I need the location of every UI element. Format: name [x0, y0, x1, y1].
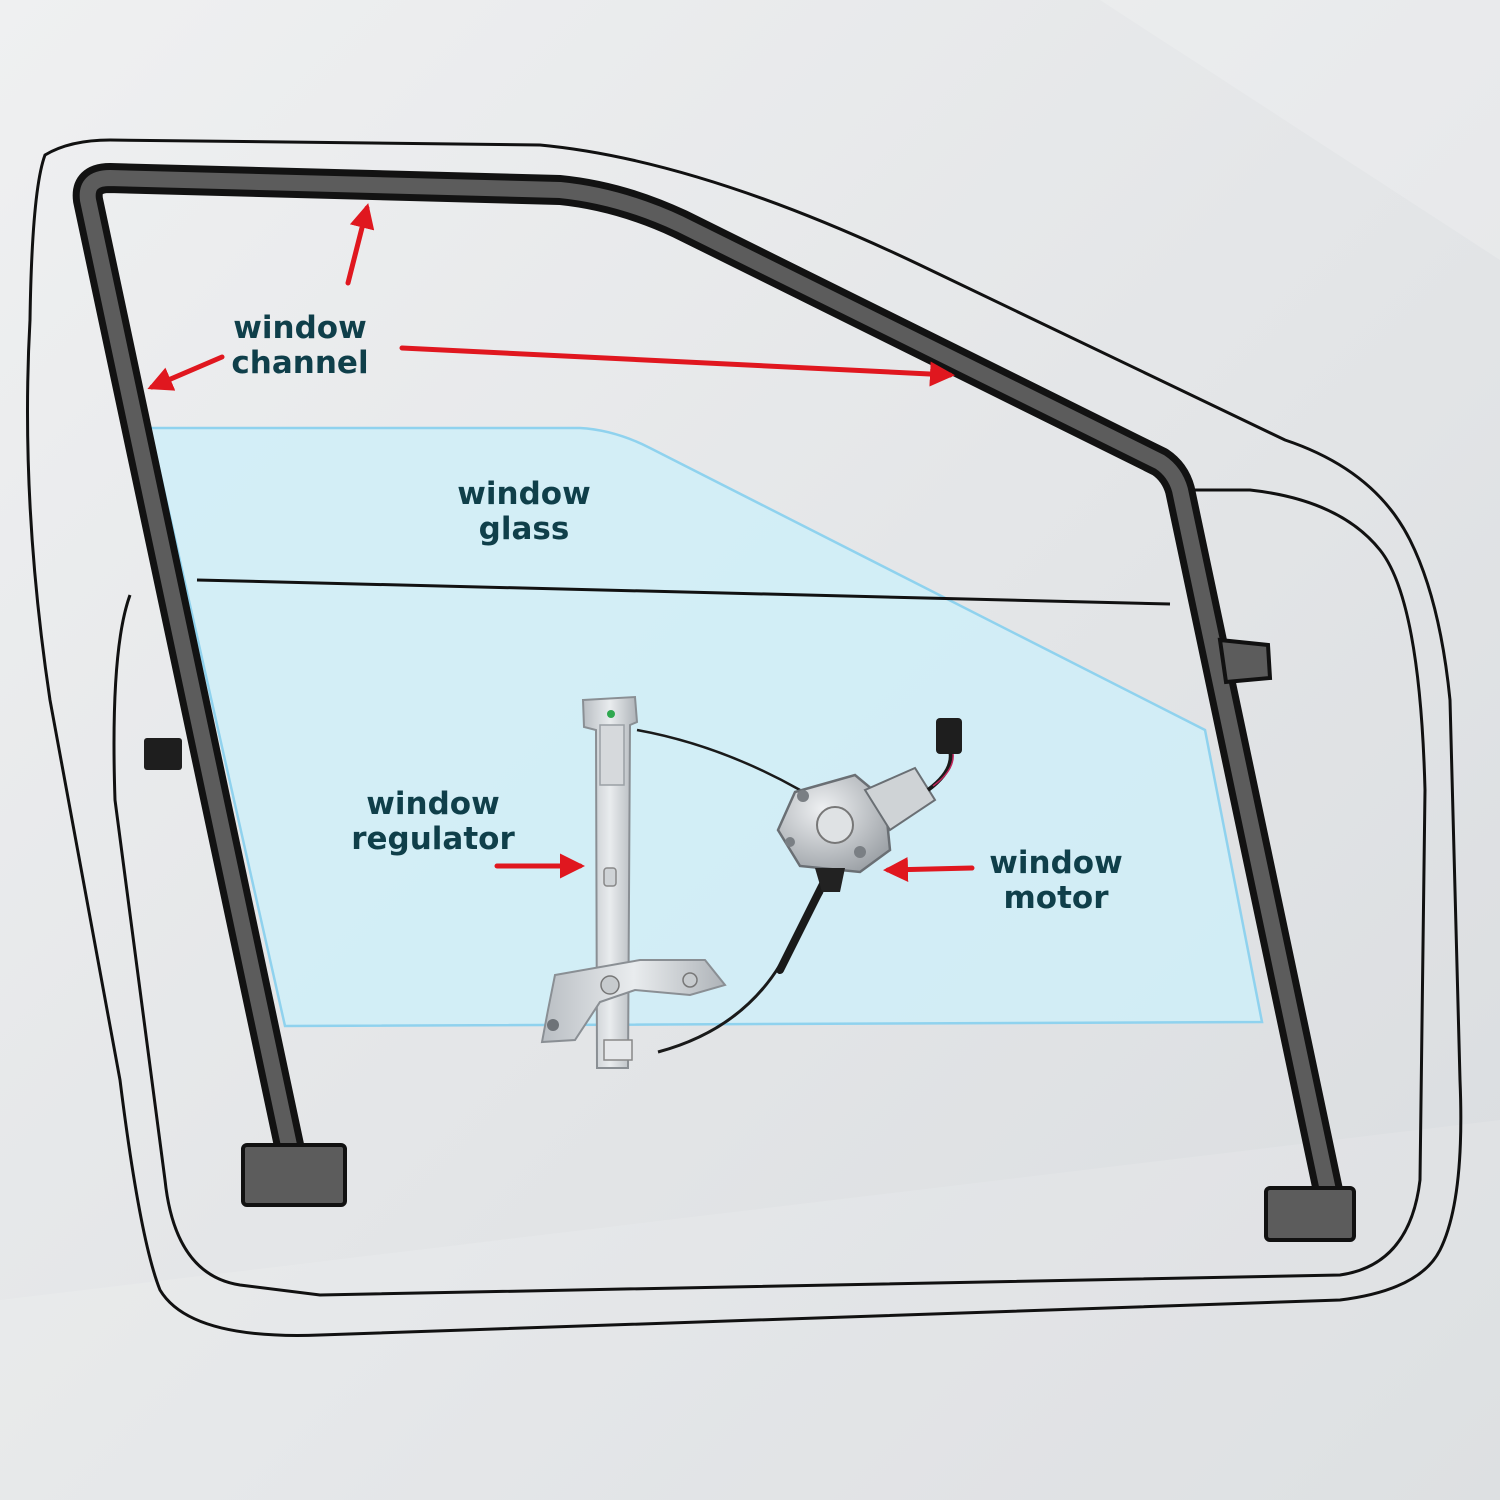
window-regulator: [540, 695, 727, 1069]
motor-connector: [936, 718, 962, 754]
window-motor: [776, 766, 937, 892]
label-window-regulator-line2: regulator: [351, 821, 515, 857]
door-inner-outline: [112, 488, 1427, 1297]
regulator-cable-upper: [636, 728, 801, 792]
window-glass: [148, 426, 1264, 1028]
arrow-channel-up: [345, 203, 375, 286]
arrow-channel-left: [147, 354, 225, 391]
label-window-regulator: window regulator: [338, 787, 528, 857]
door-outer-outline: [26, 138, 1463, 1337]
label-window-glass-line2: glass: [478, 511, 570, 547]
red-arrow-icon: [147, 203, 975, 883]
background-sheen-lower: [0, 1120, 1500, 1500]
channel-tab-right: [1217, 637, 1273, 685]
label-window-glass: window glass: [434, 477, 614, 547]
channel-tab-left: [144, 738, 182, 770]
belt-line: [196, 578, 1171, 606]
label-window-motor: window motor: [966, 846, 1146, 916]
label-window-motor-line2: motor: [1003, 880, 1109, 916]
label-window-channel-line1: window: [233, 310, 367, 346]
regulator-cable-sleeve: [776, 876, 829, 974]
label-window-channel: window channel: [210, 311, 390, 381]
channel-foot-right: [1264, 1186, 1356, 1242]
arrow-channel-right: [399, 345, 955, 387]
arrow-motor: [883, 857, 975, 883]
channel-foot-left: [241, 1143, 347, 1207]
label-window-glass-line1: window: [457, 476, 591, 512]
label-window-motor-line1: window: [989, 845, 1123, 881]
window-channel-core: [79, 170, 1338, 1202]
label-window-channel-line2: channel: [231, 345, 369, 381]
label-window-regulator-line1: window: [366, 786, 500, 822]
background-sheen: [1100, 0, 1500, 260]
